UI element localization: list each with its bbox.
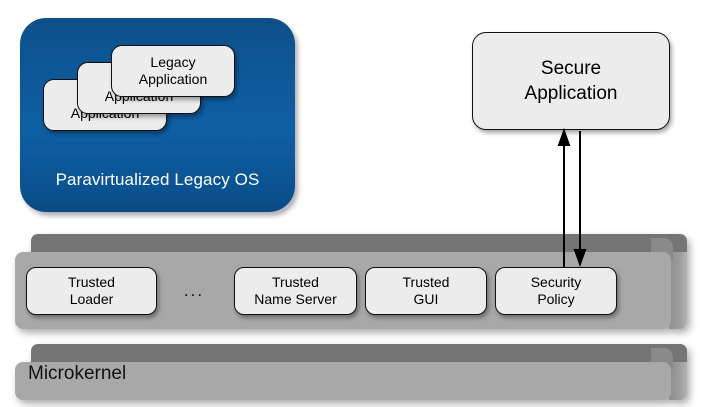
service-line2: Loader <box>69 291 114 307</box>
service-line1: Trusted <box>402 274 450 290</box>
paravirtualized-legacy-os-label: Paravirtualized Legacy OS <box>55 170 260 189</box>
legacy-application-line2: Application <box>138 71 208 87</box>
service-line1: Security <box>530 274 582 290</box>
trusted-name-server-box[interactable]: Trusted Name Server <box>234 267 357 315</box>
microkernel-layer <box>15 344 687 400</box>
microkernel-label: Microkernel <box>28 363 127 384</box>
security-policy-box[interactable]: Security Policy <box>495 267 617 315</box>
slab-side-face <box>669 234 687 329</box>
secure-application-box[interactable]: Secure Application <box>472 32 670 130</box>
legacy-application-box-front[interactable]: Legacy Application <box>111 45 235 97</box>
trusted-loader-box[interactable]: Trusted Loader <box>26 267 157 315</box>
arrow-up-head <box>557 128 571 146</box>
secure-application-line2: Application <box>524 83 618 104</box>
service-line1: Trusted <box>272 274 319 290</box>
slab-top-face <box>31 234 687 252</box>
slab-front-face <box>15 362 671 400</box>
service-line2: Policy <box>537 291 575 307</box>
legacy-application-line1: Legacy <box>150 54 196 70</box>
secure-application-line1: Secure <box>540 58 602 79</box>
slab-top-face <box>31 344 687 362</box>
services-ellipsis: ... <box>183 281 205 300</box>
service-line1: Trusted <box>68 274 115 290</box>
service-line2: GUI <box>413 291 439 307</box>
service-line2: Name Server <box>254 291 337 307</box>
trusted-gui-box[interactable]: Trusted GUI <box>365 267 487 315</box>
